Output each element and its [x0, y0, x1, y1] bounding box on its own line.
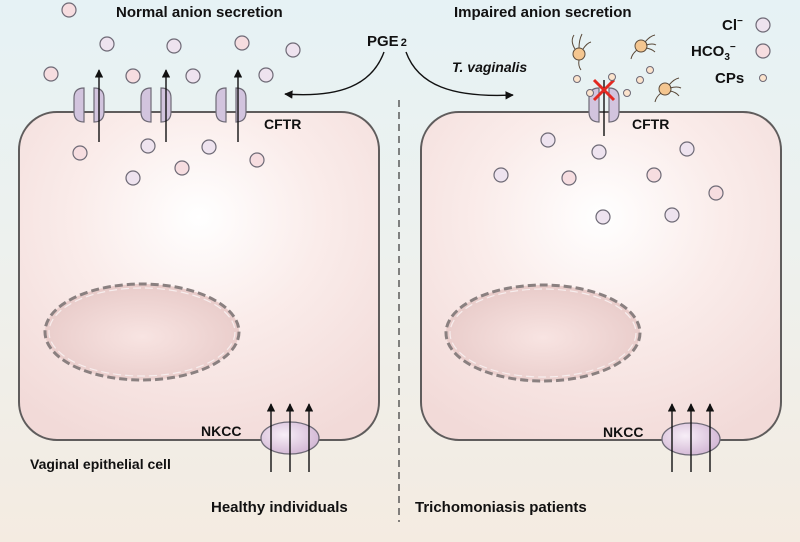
title-right: Impaired anion secretion — [454, 4, 632, 21]
t-vaginalis-icon — [654, 77, 682, 103]
legend-hco3-circle — [755, 43, 771, 59]
cl-ion — [201, 139, 217, 155]
legend-cps-label: CPs — [715, 70, 745, 87]
hco3-ion — [61, 2, 77, 18]
cftr-channel-left-2 — [140, 87, 172, 123]
cl-ion — [140, 138, 156, 154]
right-cell — [420, 111, 782, 441]
cl-ion — [591, 144, 607, 160]
cl-ion — [99, 36, 115, 52]
cl-ion — [540, 132, 556, 148]
cftr-label-left: CFTR — [264, 116, 302, 132]
footer-left: Healthy individuals — [211, 499, 348, 516]
cl-ion — [595, 209, 611, 225]
nkcc-label-right: NKCC — [603, 424, 644, 440]
legend-hco3-text: HCO — [691, 43, 725, 60]
legend-hco3-label: HCO3− — [691, 43, 736, 63]
right-nucleus — [444, 283, 642, 383]
hco3-ion — [174, 160, 190, 176]
pge-sub: 2 — [400, 37, 407, 49]
hco3-ion — [708, 185, 724, 201]
pge2-arrow-left — [284, 51, 385, 99]
inhibition-x-icon — [592, 78, 616, 102]
nkcc-label-left: NKCC — [201, 423, 242, 439]
cp-particle — [646, 66, 654, 74]
legend-hco3-sup: − — [729, 42, 736, 53]
cl-ion — [185, 68, 201, 84]
cl-ion — [258, 67, 274, 83]
legend-cl-circle — [755, 17, 771, 33]
t-vaginalis-icon — [630, 34, 657, 60]
left-cell-body — [18, 111, 380, 441]
footer-right: Trichomoniasis patients — [415, 499, 587, 516]
left-nucleus — [43, 282, 241, 382]
cl-ion — [679, 141, 695, 157]
cp-particle — [623, 89, 631, 97]
title-left: Normal anion secretion — [116, 4, 283, 21]
cell-type-label: Vaginal epithelial cell — [30, 456, 171, 472]
legend-cl-label: Cl− — [722, 16, 743, 34]
legend-cl-text: Cl — [722, 17, 737, 34]
cl-ion — [493, 167, 509, 183]
hco3-ion — [72, 145, 88, 161]
hco3-ion — [234, 35, 250, 51]
cp-particle — [608, 73, 616, 81]
cp-particle — [586, 89, 594, 97]
cftr-label-right: CFTR — [632, 116, 670, 132]
t-vaginalis-label: T. vaginalis — [452, 59, 528, 75]
legend-cp-circle — [759, 74, 767, 82]
hco3-ion — [646, 167, 662, 183]
cl-ion — [285, 42, 301, 58]
hco3-ion — [125, 68, 141, 84]
nkcc-left — [260, 403, 320, 472]
cp-particle — [636, 76, 644, 84]
legend-hco3-sub: 3 — [724, 52, 730, 63]
hco3-ion — [43, 66, 59, 82]
right-cell-body — [420, 111, 782, 441]
right-nucleus-inner-line — [449, 288, 637, 378]
left-cell — [18, 111, 380, 441]
cl-ion — [664, 207, 680, 223]
t-vaginalis-icon — [571, 33, 592, 71]
hco3-ion — [561, 170, 577, 186]
legend-cl-sup: − — [737, 16, 743, 27]
pge2-arrow-right — [405, 51, 514, 100]
cl-ion — [125, 170, 141, 186]
cp-particle — [573, 75, 581, 83]
cl-ion — [166, 38, 182, 54]
hco3-ion — [249, 152, 265, 168]
pge-text: PGE — [367, 33, 399, 50]
nkcc-right — [661, 403, 721, 472]
left-nucleus-inner-line — [48, 287, 236, 377]
